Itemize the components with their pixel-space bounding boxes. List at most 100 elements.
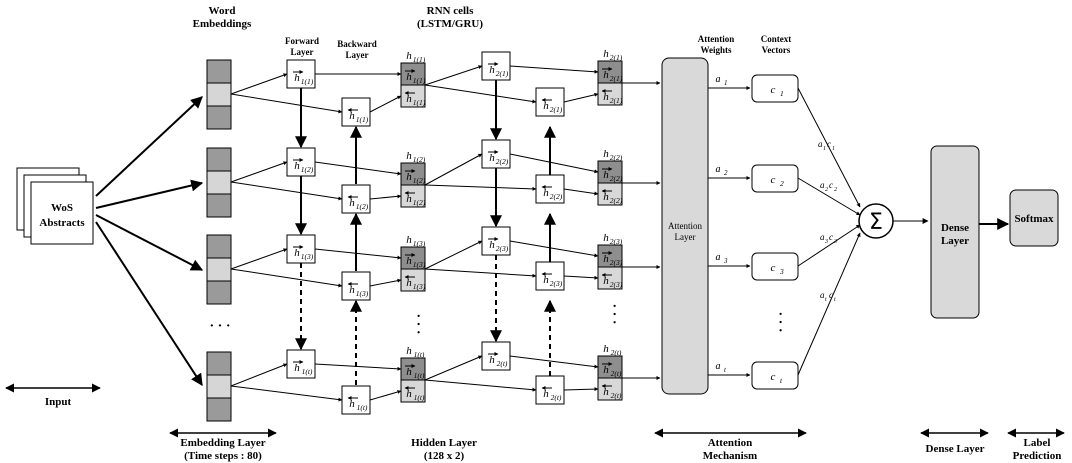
- attention-weight-label: a: [716, 164, 721, 175]
- svg-text:1(3): 1(3): [356, 289, 369, 298]
- rnn-title-2: (LSTM/GRU): [417, 18, 483, 30]
- svg-text:h: h: [406, 277, 412, 289]
- svg-text:h: h: [603, 191, 609, 203]
- input-arrows: [95, 96, 204, 387]
- embedding-cell: [206, 170, 232, 195]
- svg-text:2: 2: [825, 187, 828, 193]
- svg-text:c: c: [827, 139, 831, 149]
- softmax-box: [1009, 189, 1059, 247]
- svg-text:1(2): 1(2): [356, 202, 369, 211]
- svg-text:h: h: [406, 234, 412, 246]
- time-steps-label: (Time steps : 80): [184, 450, 262, 462]
- svg-text:h: h: [489, 354, 495, 366]
- svg-text:1(2): 1(2): [301, 165, 314, 174]
- svg-text:2(2): 2(2): [610, 174, 623, 183]
- context-vector-label: c: [771, 371, 776, 383]
- svg-text:1(t): 1(t): [414, 371, 425, 380]
- svg-text:h: h: [294, 160, 300, 172]
- forward-cell-layer2: [481, 341, 511, 371]
- attention-layer-label-2: Layer: [675, 232, 696, 242]
- forward-cell-layer1: [286, 349, 316, 379]
- svg-text:1(1): 1(1): [413, 98, 426, 107]
- embeddings-title-1: Word: [209, 5, 236, 17]
- svg-text:1(1): 1(1): [301, 77, 314, 86]
- svg-text:h: h: [349, 398, 355, 410]
- svg-text:1(3): 1(3): [413, 282, 426, 291]
- section-markers: Input Embedding Layer (Time steps : 80) …: [5, 383, 1065, 462]
- svg-text:1(t): 1(t): [414, 393, 425, 402]
- context-vector-label: c: [771, 84, 776, 96]
- backward-layer-label-1: Backward: [337, 39, 377, 49]
- label-prediction-label-1: Label: [1024, 437, 1051, 449]
- svg-text:h: h: [406, 366, 412, 378]
- backward-layer-label-2: Layer: [346, 50, 369, 60]
- svg-text:1(1): 1(1): [413, 55, 426, 64]
- svg-text:h: h: [406, 150, 412, 162]
- svg-text:2(t): 2(t): [611, 348, 622, 357]
- svg-text:1(2): 1(2): [413, 176, 426, 185]
- hidden-section-label: Hidden Layer: [411, 437, 477, 449]
- svg-text:1: 1: [832, 146, 835, 152]
- embedding-cell: [206, 59, 232, 84]
- dense-layer-label-2: Layer: [941, 235, 969, 247]
- svg-text:t: t: [834, 297, 836, 303]
- svg-text:h: h: [603, 343, 609, 355]
- svg-text:2(3): 2(3): [610, 237, 623, 246]
- svg-text:a: a: [820, 232, 825, 242]
- sum-icon: Σ: [869, 210, 883, 235]
- softmax-label: Softmax: [1014, 213, 1054, 225]
- svg-text:a: a: [818, 139, 823, 149]
- attention-layer-box: [661, 57, 709, 395]
- forward-cell-layer1: [286, 147, 316, 177]
- svg-text:1(2): 1(2): [413, 198, 426, 207]
- svg-text:2: 2: [724, 169, 728, 177]
- context-vector-box: [751, 252, 799, 281]
- embedding-cell: [206, 397, 232, 422]
- svg-text:h: h: [603, 364, 609, 376]
- embedding-cell: [206, 257, 232, 282]
- svg-text:t: t: [825, 297, 827, 303]
- svg-text:h: h: [349, 197, 355, 209]
- svg-text:h: h: [603, 386, 609, 398]
- input-section-label: Input: [45, 396, 72, 408]
- svg-text:1: 1: [780, 89, 784, 98]
- forward-cell-layer2: [481, 139, 511, 169]
- svg-text:a: a: [820, 180, 825, 190]
- svg-text:1(3): 1(3): [413, 260, 426, 269]
- backward-cell-layer1: [341, 184, 371, 214]
- svg-text:h: h: [543, 100, 549, 112]
- context-vector-label: c: [771, 262, 776, 274]
- forward-cell-layer2: [481, 226, 511, 256]
- embedding-cells: [206, 59, 232, 422]
- svg-text:h: h: [294, 72, 300, 84]
- attention-weight-label: a: [716, 361, 721, 372]
- embedding-ellipsis: · · ·: [209, 319, 230, 334]
- svg-text:h: h: [406, 345, 412, 357]
